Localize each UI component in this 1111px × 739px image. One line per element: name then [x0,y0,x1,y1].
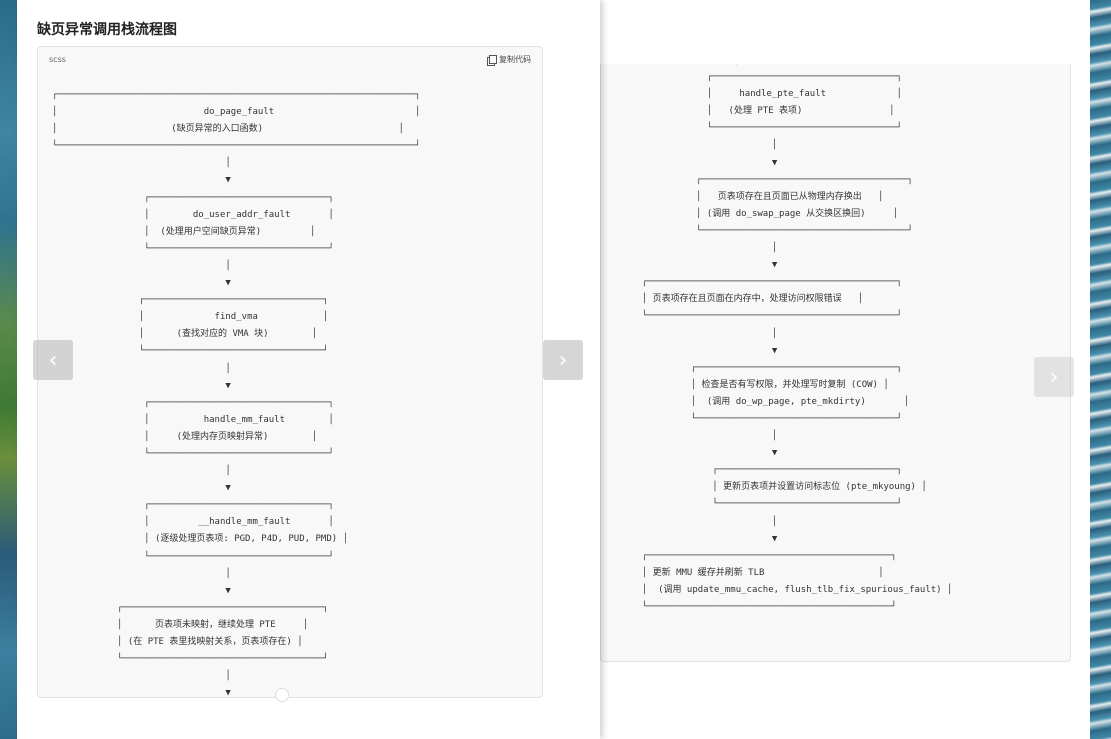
chevron-right-icon: › [1049,364,1059,390]
next-slide-button-right[interactable]: › [1034,357,1074,397]
chevron-right-icon: › [558,347,568,373]
flowchart-text-right: │ ┌──────────────────────────────────┐ │… [641,64,953,612]
copy-code-button[interactable]: 复制代码 [487,54,531,66]
code-block: scss 复制代码 ┌─────────────────────────────… [37,46,543,698]
background-image-left [0,0,17,739]
code-block-continued: │ ┌──────────────────────────────────┐ │… [600,64,1071,662]
next-slide-button[interactable]: › [543,340,583,380]
code-language-label: scss [49,55,66,64]
background-image-right [1090,0,1111,739]
page-title: 缺页异常调用栈流程图 [37,22,177,38]
flowchart-text-left: ┌───────────────────────────────────────… [52,90,421,698]
scroll-indicator[interactable] [275,688,289,702]
copy-icon [487,54,497,66]
left-slide-panel: 缺页异常调用栈流程图 scss 复制代码 ┌──────────────────… [17,0,600,739]
right-slide-panel: │ ┌──────────────────────────────────┐ │… [600,0,1090,739]
copy-code-label: 复制代码 [499,55,531,64]
chevron-left-icon: ‹ [48,347,58,373]
prev-slide-button[interactable]: ‹ [33,340,73,380]
